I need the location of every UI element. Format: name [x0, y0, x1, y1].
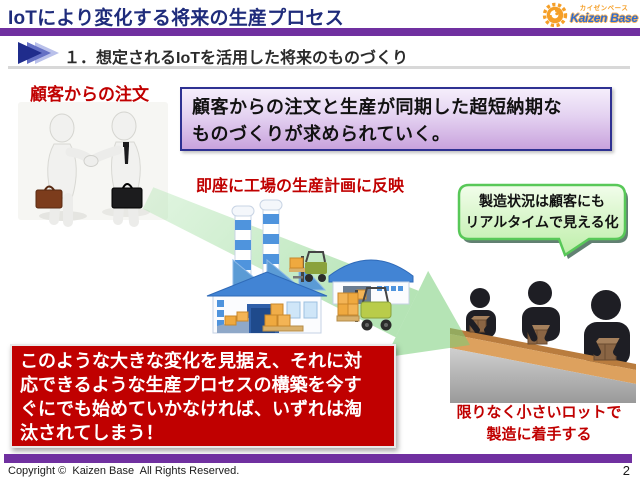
footer-accent-bar — [4, 454, 632, 463]
page-title: IoTにより変化する将来の生産プロセス — [8, 8, 344, 29]
small-lot-label: 限りなく小さいロットで 製造に着手する — [456, 404, 622, 443]
handshake-illustration — [18, 102, 168, 227]
gear-icon — [542, 2, 568, 28]
chevron-right-icon — [18, 42, 59, 64]
logo-katakana: カイゼンベース — [579, 4, 629, 12]
speech-bubble: 製造状況は顧客にも リアルタイムで見える化 — [455, 182, 633, 262]
bubble-text: 製造状況は顧客にも リアルタイムで見える化 — [465, 193, 619, 230]
factory-illustration — [206, 199, 414, 334]
section-heading: １．想定されるIoTを活用した将来のものづくり — [64, 50, 408, 67]
kaizen-base-logo: カイゼンベース Kaizen Base — [542, 2, 638, 28]
factory-plan-label: 即座に工場の生産計画に反映 — [196, 178, 405, 195]
logo-text: カイゼンベース Kaizen Base — [570, 4, 638, 26]
conveyor-illustration — [450, 281, 636, 403]
section-underline — [8, 66, 630, 69]
header-accent-bar — [0, 28, 640, 36]
speech-bubble-shape — [457, 183, 628, 259]
logo-name: Kaizen Base — [570, 11, 638, 26]
copyright-text: Copyright © Kaizen Base All Rights Reser… — [8, 465, 240, 477]
key-message-box: 顧客からの注文と生産が同期した超短納期な ものづくりが求められていく。 — [180, 87, 612, 151]
page-number: 2 — [622, 463, 630, 478]
warning-box: このような大きな変化を見据え、それに対 応できるような生産プロセスの構築を今す … — [10, 344, 396, 448]
customer-order-label: 顧客からの注文 — [30, 85, 149, 104]
